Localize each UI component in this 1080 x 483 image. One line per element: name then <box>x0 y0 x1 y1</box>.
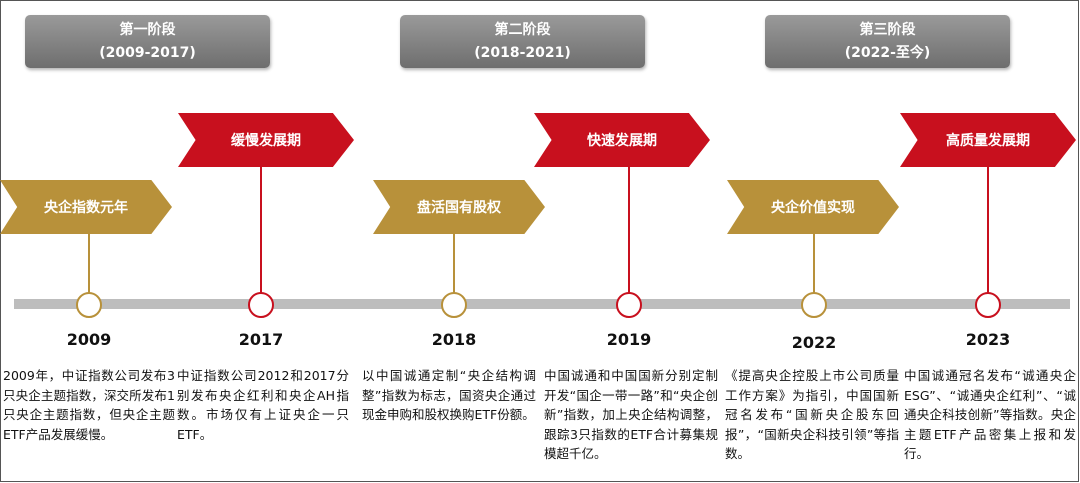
milestone-arrow: 快速发展期 <box>534 113 710 167</box>
phase-2: 第二阶段 (2018-2021) <box>400 15 645 68</box>
year-label: 2018 <box>431 330 477 349</box>
milestone-description: 以中国诚通定制“央企结构调整”指数为标志，国资央企通过现金申购和股权换购ETF份… <box>362 368 536 422</box>
timeline-track <box>14 299 1070 309</box>
timeline-node <box>975 292 1001 318</box>
timeline-node <box>248 292 274 318</box>
year-label: 2019 <box>606 330 652 349</box>
timeline-node <box>441 292 467 318</box>
phase-range: (2009-2017) <box>99 45 196 61</box>
phase-name: 第一阶段 <box>119 22 176 38</box>
year-label: 2017 <box>238 330 284 349</box>
timeline-node <box>76 292 102 318</box>
phase-3: 第三阶段 (2022-至今) <box>765 15 1010 68</box>
phase-name: 第二阶段 <box>494 22 551 38</box>
timeline-node <box>801 292 827 318</box>
milestone-description: 中国诚通和中国国新分别定制开发“国企一带一路”和“央企创新”指数，加上央企结构调… <box>544 368 718 461</box>
phase-1: 第一阶段 (2009-2017) <box>25 15 270 68</box>
connector-line <box>453 232 455 294</box>
year-label: 2009 <box>66 330 112 349</box>
milestone-description: 中证指数公司2012和2017分别发布央企红利和央企AH指数。市场仅有上证央企一… <box>177 368 349 442</box>
milestone-arrow: 高质量发展期 <box>900 113 1076 167</box>
milestone-description: 2009年，中证指数公司发布3只央企主题指数，深交所发布1只央企主题指数，但央企… <box>3 368 175 442</box>
phase-range: (2022-至今) <box>844 45 931 61</box>
connector-line <box>260 166 262 294</box>
connector-line <box>628 166 630 294</box>
connector-line <box>813 232 815 294</box>
phase-name: 第三阶段 <box>859 22 916 38</box>
milestone-description: 中国诚通冠名发布“诚通央企ESG”、“诚通央企红利”、“诚通央企科技创新”等指数… <box>904 368 1076 461</box>
milestone-arrow: 央企价值实现 <box>727 180 899 234</box>
milestone-description: 《提高央企控股上市公司质量工作方案》为指引，中国国新冠名发布“国新央企股东回报”… <box>725 368 899 461</box>
year-label: 2022 <box>791 333 837 352</box>
timeline-node <box>616 292 642 318</box>
milestone-arrow: 央企指数元年 <box>0 180 172 234</box>
milestone-arrow: 缓慢发展期 <box>178 113 354 167</box>
year-label: 2023 <box>965 330 1011 349</box>
connector-line <box>987 166 989 294</box>
connector-line <box>88 232 90 294</box>
phase-range: (2018-2021) <box>474 45 571 61</box>
milestone-arrow: 盘活国有股权 <box>373 180 545 234</box>
